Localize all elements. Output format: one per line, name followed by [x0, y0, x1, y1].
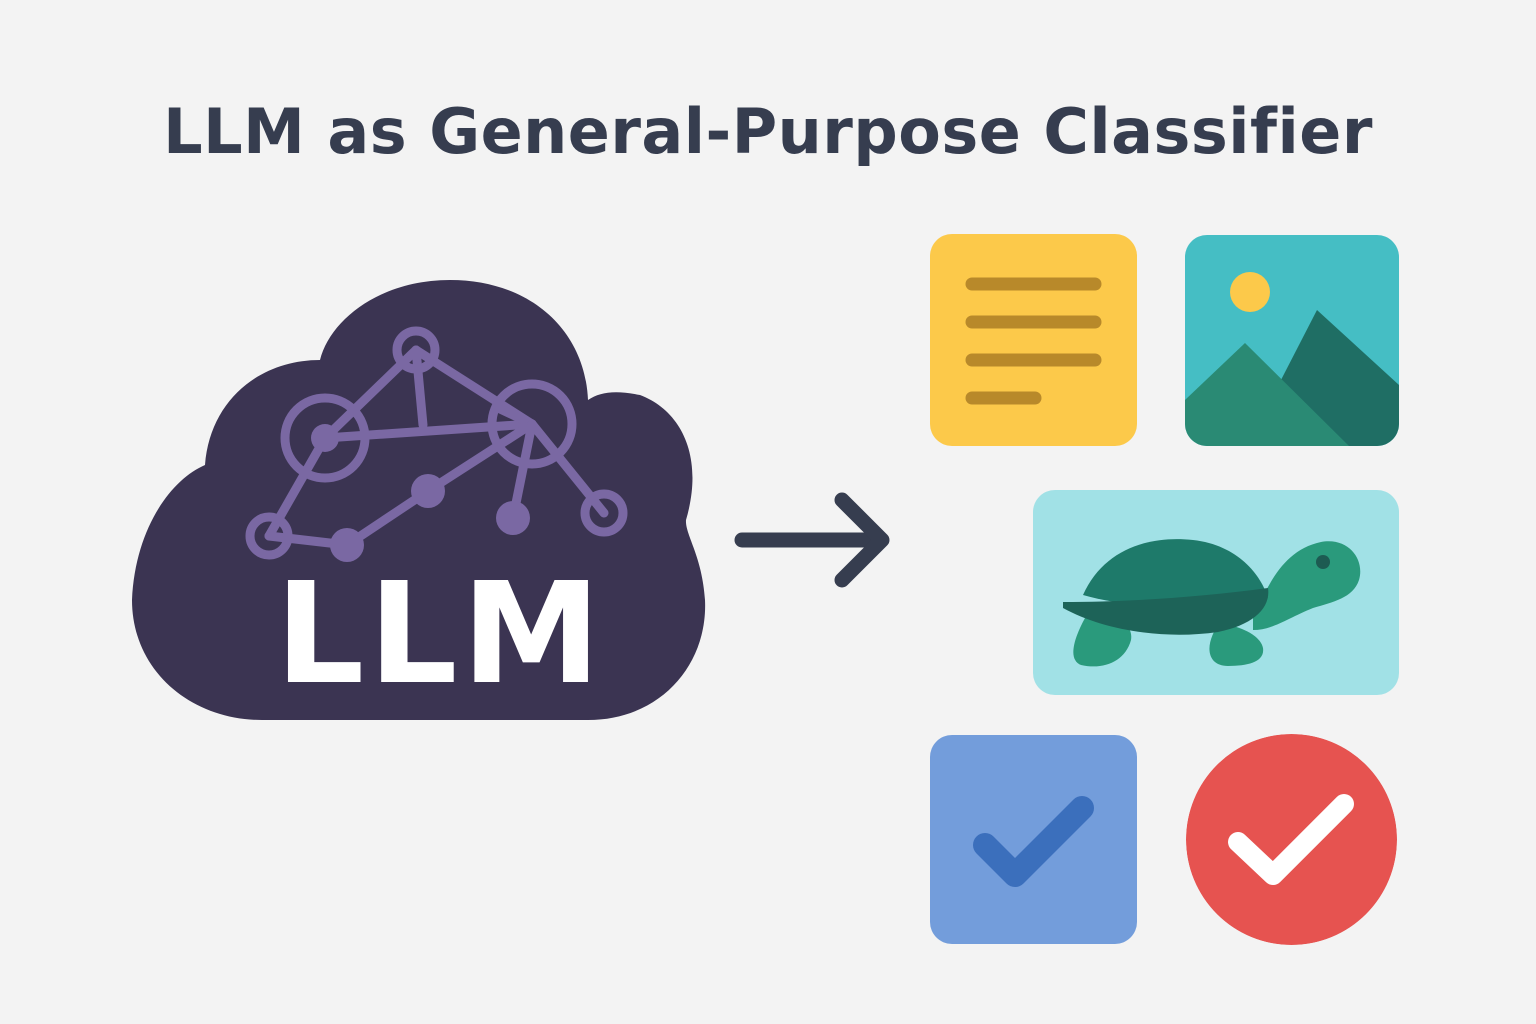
network-nodes [311, 424, 530, 562]
arrow-right-icon [734, 492, 890, 588]
image-tile [1185, 235, 1399, 446]
checkmark-square-tile [930, 735, 1137, 944]
page-title: LLM as General-Purpose Classifier [163, 95, 1373, 168]
llm-label: LLM [275, 553, 605, 716]
document-icon [930, 234, 1137, 446]
mountain-front [1185, 343, 1349, 446]
sun-icon [1230, 272, 1270, 312]
turtle-icon [1033, 490, 1399, 695]
document-tile [930, 234, 1137, 446]
image-icon [1185, 235, 1399, 446]
checkmark-circle-tile [1186, 734, 1397, 945]
checkmark-circle-icon [1186, 734, 1397, 945]
turtle-eye [1316, 555, 1330, 569]
turtle-tile [1033, 490, 1399, 695]
checkmark-square-icon [930, 735, 1137, 944]
